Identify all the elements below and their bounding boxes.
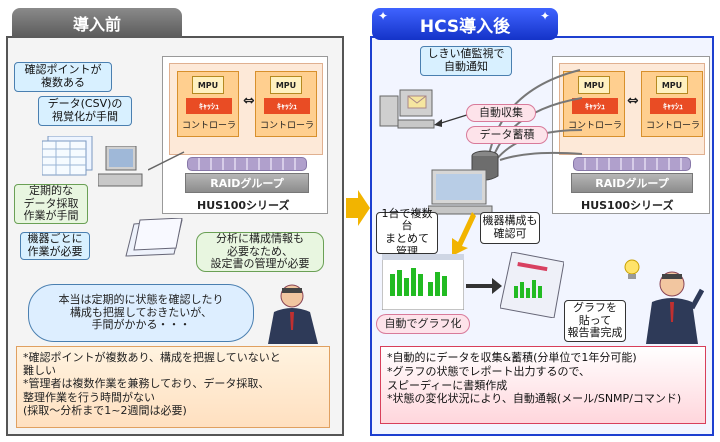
document-icon [125,218,183,257]
manager-icon [268,284,318,344]
callout-periodic: 定期的な データ採取 作業が手間 [14,184,88,224]
mpu-chip: MPU [192,76,224,94]
disk-row [187,157,307,171]
series-label: HUS100シリーズ [197,199,290,212]
disk-row [573,157,691,171]
callout-threshold: しきい値監視で 自動通知 [420,46,512,76]
callout-accumulate: データ蓄積 [466,126,548,144]
management-server-icon [428,169,493,215]
cache-chip: ｷｬｯｼｭ [572,98,618,114]
mail-computer-icon [379,89,435,129]
controller-label: コントローラ [259,121,314,131]
sparkle-icon: ✦ [378,9,389,23]
before-title: 導入前 [12,8,182,38]
sparkle-icon: ✦ [540,9,551,23]
controller-label: コントローラ [645,121,700,131]
cache-chip: ｷｬｯｼｭ [650,98,696,114]
lightbulb-icon [624,259,640,279]
transition-arrow-icon [346,190,370,226]
graph-window-icon [382,254,464,310]
callout-config-check: 機器構成も 確認可 [480,212,540,244]
report-arrow [466,278,502,294]
report-document-icon [500,252,564,318]
spreadsheet-icon [42,136,93,176]
swap-icon: ⇔ [627,93,639,109]
controller-2: MPU ｷｬｯｼｭ コントローラ [641,71,703,137]
connection-line [148,151,185,171]
callout-multi: 1台で複数台 まとめて 管理 [376,207,438,257]
cache-chip: ｷｬｯｼｭ [186,98,232,114]
manager-happy-icon [646,271,704,344]
before-notes: *確認ポイントが複数あり、構成を把握していないと 難しい *管理者は複数作業を兼… [16,346,330,428]
raid-group: RAIDグループ [571,173,693,193]
storage-array-right: MPU ｷｬｯｼｭ コントローラ ⇔ MPU ｷｬｯｼｭ コントローラ RAID… [552,56,710,214]
raid-group: RAIDグループ [185,173,309,193]
callout-points: 確認ポイントが 複数ある [14,62,112,92]
yellow-arrow [452,212,476,256]
controller-1: MPU ｷｬｯｼｭ コントローラ [177,71,239,137]
controller-label: コントローラ [567,121,622,131]
computer-icon [98,146,143,187]
callout-perdevice: 機器ごとに 作業が必要 [20,232,90,260]
after-title: HCS導入後 [372,8,558,40]
controller-1: MPU ｷｬｯｼｭ コントローラ [563,71,625,137]
mpu-chip: MPU [578,76,610,94]
series-label: HUS100シリーズ [581,199,674,212]
controller-label: コントローラ [181,121,236,131]
swap-icon: ⇔ [243,93,255,109]
callout-autocollect: 自動収集 [466,104,536,122]
storage-array-left: MPU ｷｬｯｼｭ コントローラ ⇔ MPU ｷｬｯｼｭ コントローラ RAID… [162,56,328,214]
notify-arrow [434,113,471,127]
cache-chip: ｷｬｯｼｭ [264,98,310,114]
mpu-chip: MPU [270,76,302,94]
callout-csv: データ(CSV)の 視覚化が手間 [38,96,132,126]
callout-report: グラフを 貼って 報告書完成 [564,300,626,342]
after-notes: *自動的にデータを収集&蓄積(分単位で1年分可能) *グラフの状態でレポート出力… [380,346,706,424]
mpu-chip: MPU [656,76,688,94]
callout-config: 分析に構成情報も 必要なため、 設定書の管理が必要 [196,232,324,272]
callout-graph: 自動でグラフ化 [376,314,470,334]
controller-2: MPU ｷｬｯｼｭ コントローラ [255,71,317,137]
thought-cloud: 本当は定期的に状態を確認したり 構成も把握しておきたいが、 手間がかかる・・・ [28,284,254,342]
